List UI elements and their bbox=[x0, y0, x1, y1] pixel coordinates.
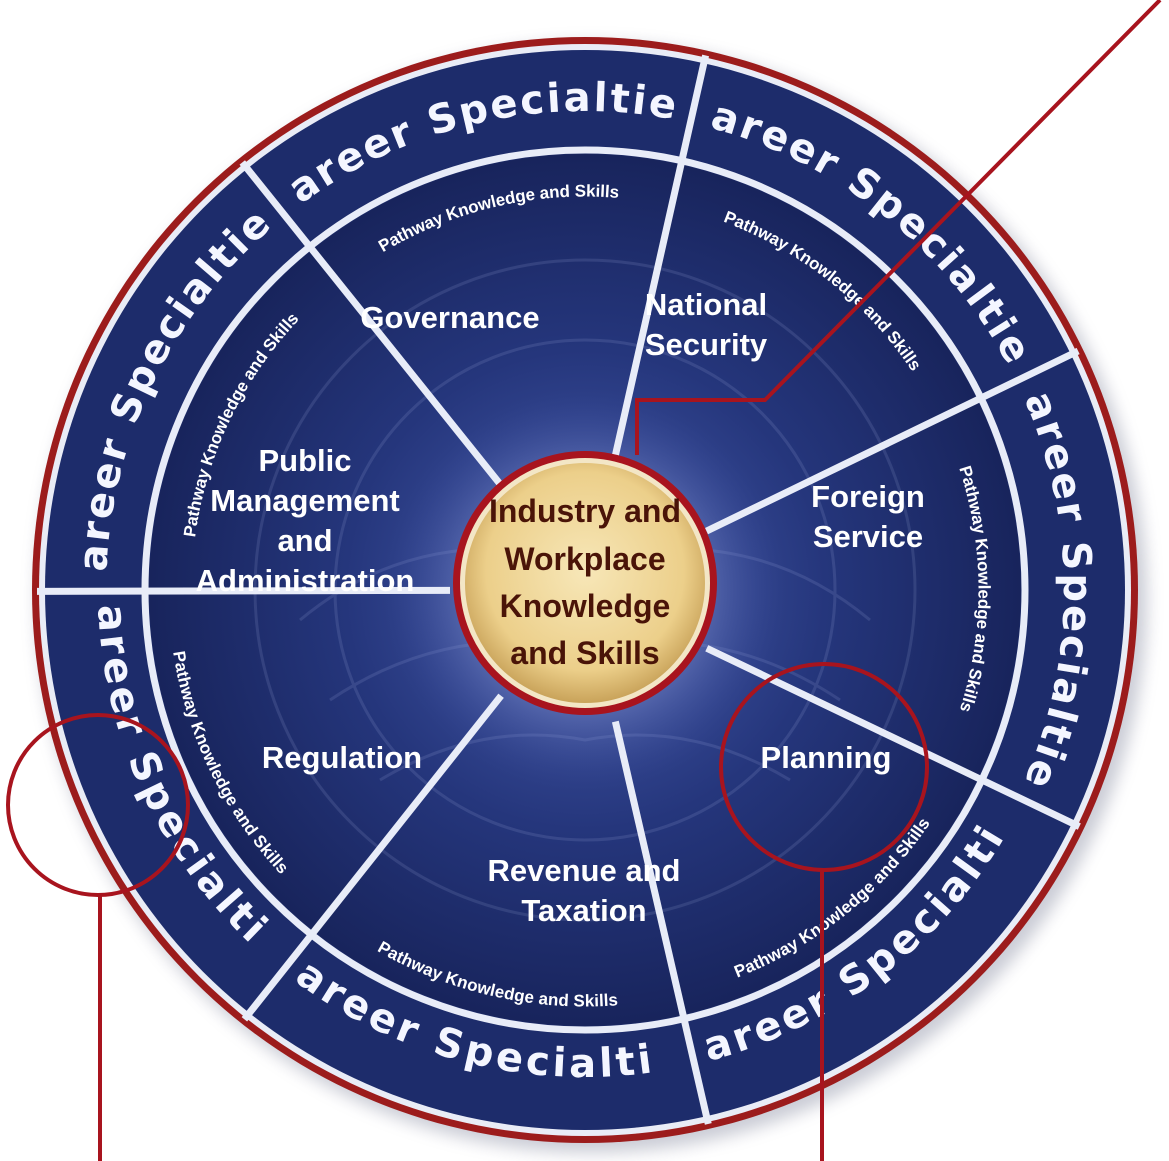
pathway-planning: Planning bbox=[761, 740, 892, 775]
pathway-regulation: Regulation bbox=[262, 740, 422, 775]
callout-line-center bbox=[635, 0, 1162, 455]
hub-fill bbox=[465, 463, 705, 703]
pathway-name-line: Regulation bbox=[262, 740, 422, 775]
spoke-1 bbox=[611, 54, 710, 460]
pathway-name-line: Planning bbox=[761, 740, 892, 775]
spoke-6 bbox=[36, 586, 451, 595]
hub-line-2: Workplace bbox=[504, 541, 665, 577]
pathway-name-line: Revenue and bbox=[488, 853, 681, 888]
hub-line-4: and Skills bbox=[510, 635, 659, 671]
hub-line-3: Knowledge bbox=[500, 588, 671, 624]
spoke-5 bbox=[241, 693, 504, 1022]
spoke-4 bbox=[611, 720, 712, 1125]
pathway-name-line: Public bbox=[258, 443, 351, 478]
pathway-name-line: Management bbox=[210, 483, 399, 518]
spokes bbox=[36, 54, 1081, 1125]
pathway-name-line: Foreign bbox=[811, 479, 925, 514]
pathway-name-line: Taxation bbox=[521, 893, 646, 928]
pathway-governance: Governance bbox=[360, 300, 539, 335]
pathway-name-line: National bbox=[645, 287, 767, 322]
callouts bbox=[6, 0, 1162, 1161]
pathway-name-line: and bbox=[277, 523, 332, 558]
pathway-name-line: Service bbox=[813, 519, 923, 554]
pathway-labels: Governance NationalSecurityForeignService… bbox=[196, 287, 925, 928]
pathway-name-line: Governance bbox=[360, 300, 539, 335]
spoke-2 bbox=[704, 347, 1080, 535]
hub-line-1: Industry and bbox=[489, 493, 681, 529]
pathway-name-line: Security bbox=[645, 327, 768, 362]
pathway-name-line: Administration bbox=[196, 563, 415, 598]
spoke-7 bbox=[239, 160, 504, 487]
hub: Industry and Workplace Knowledge and Ski… bbox=[453, 451, 717, 715]
